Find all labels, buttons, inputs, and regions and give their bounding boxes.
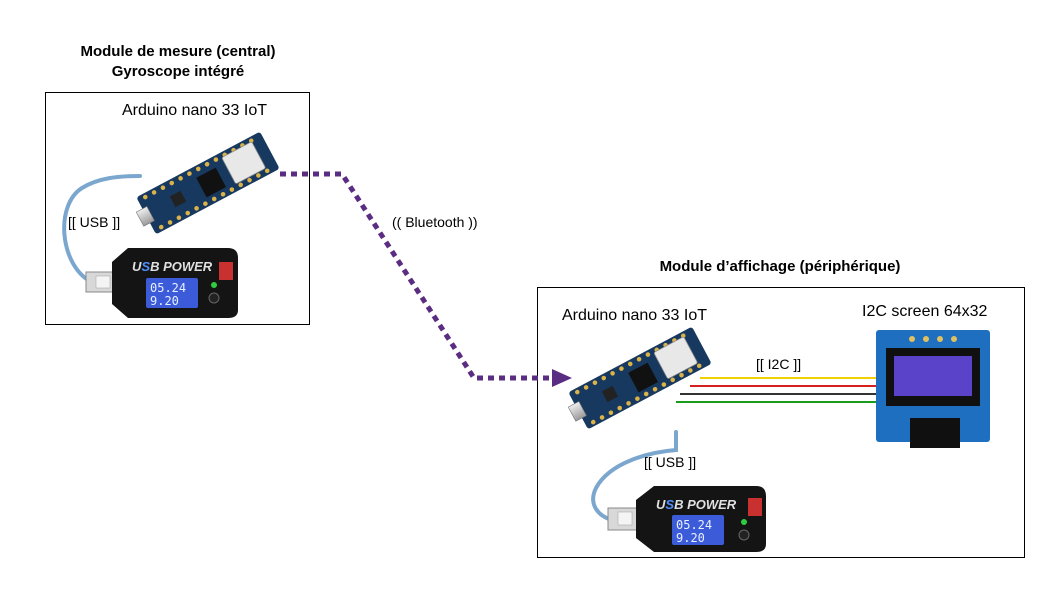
central-usb-cable bbox=[62, 174, 142, 282]
central-usb-label: [[ USB ]] bbox=[68, 214, 121, 230]
svg-text:05.24: 05.24 bbox=[150, 281, 186, 295]
svg-text:9.20: 9.20 bbox=[676, 531, 705, 545]
svg-text:05.24: 05.24 bbox=[676, 518, 712, 532]
bluetooth-arrowhead bbox=[552, 369, 572, 387]
peripheral-module-title: Module d’affichage (périphérique) bbox=[659, 258, 901, 275]
peripheral-usb-label: [[ USB ]] bbox=[644, 454, 697, 470]
oled-i2c-screen bbox=[876, 330, 990, 448]
i2c-label: [[ I2C ]] bbox=[756, 356, 802, 372]
central-title-line2: Gyroscope intégré bbox=[111, 63, 245, 80]
screen-label: I2C screen 64x32 bbox=[862, 303, 988, 320]
bluetooth-label: (( Bluetooth )) bbox=[392, 214, 478, 230]
svg-text:9.20: 9.20 bbox=[150, 294, 179, 308]
central-board-label: Arduino nano 33 IoT bbox=[122, 102, 267, 119]
peripheral-usb-cable bbox=[591, 430, 678, 522]
peripheral-board-label: Arduino nano 33 IoT bbox=[562, 307, 707, 324]
central-arduino-board bbox=[135, 132, 279, 234]
svg-text:USB POWER: USB POWER bbox=[132, 259, 213, 274]
peripheral-usb-meter: USB POWER 05.24 9.20 bbox=[607, 486, 766, 552]
central-module-title: Module de mesure (central) Gyroscope int… bbox=[40, 42, 316, 82]
bluetooth-link bbox=[280, 171, 552, 381]
central-title-line1: Module de mesure (central) bbox=[80, 43, 276, 60]
peripheral-arduino-board bbox=[567, 327, 711, 429]
central-usb-meter: USB POWER 05.24 9.20 bbox=[85, 248, 238, 318]
svg-text:USB POWER: USB POWER bbox=[656, 497, 737, 512]
